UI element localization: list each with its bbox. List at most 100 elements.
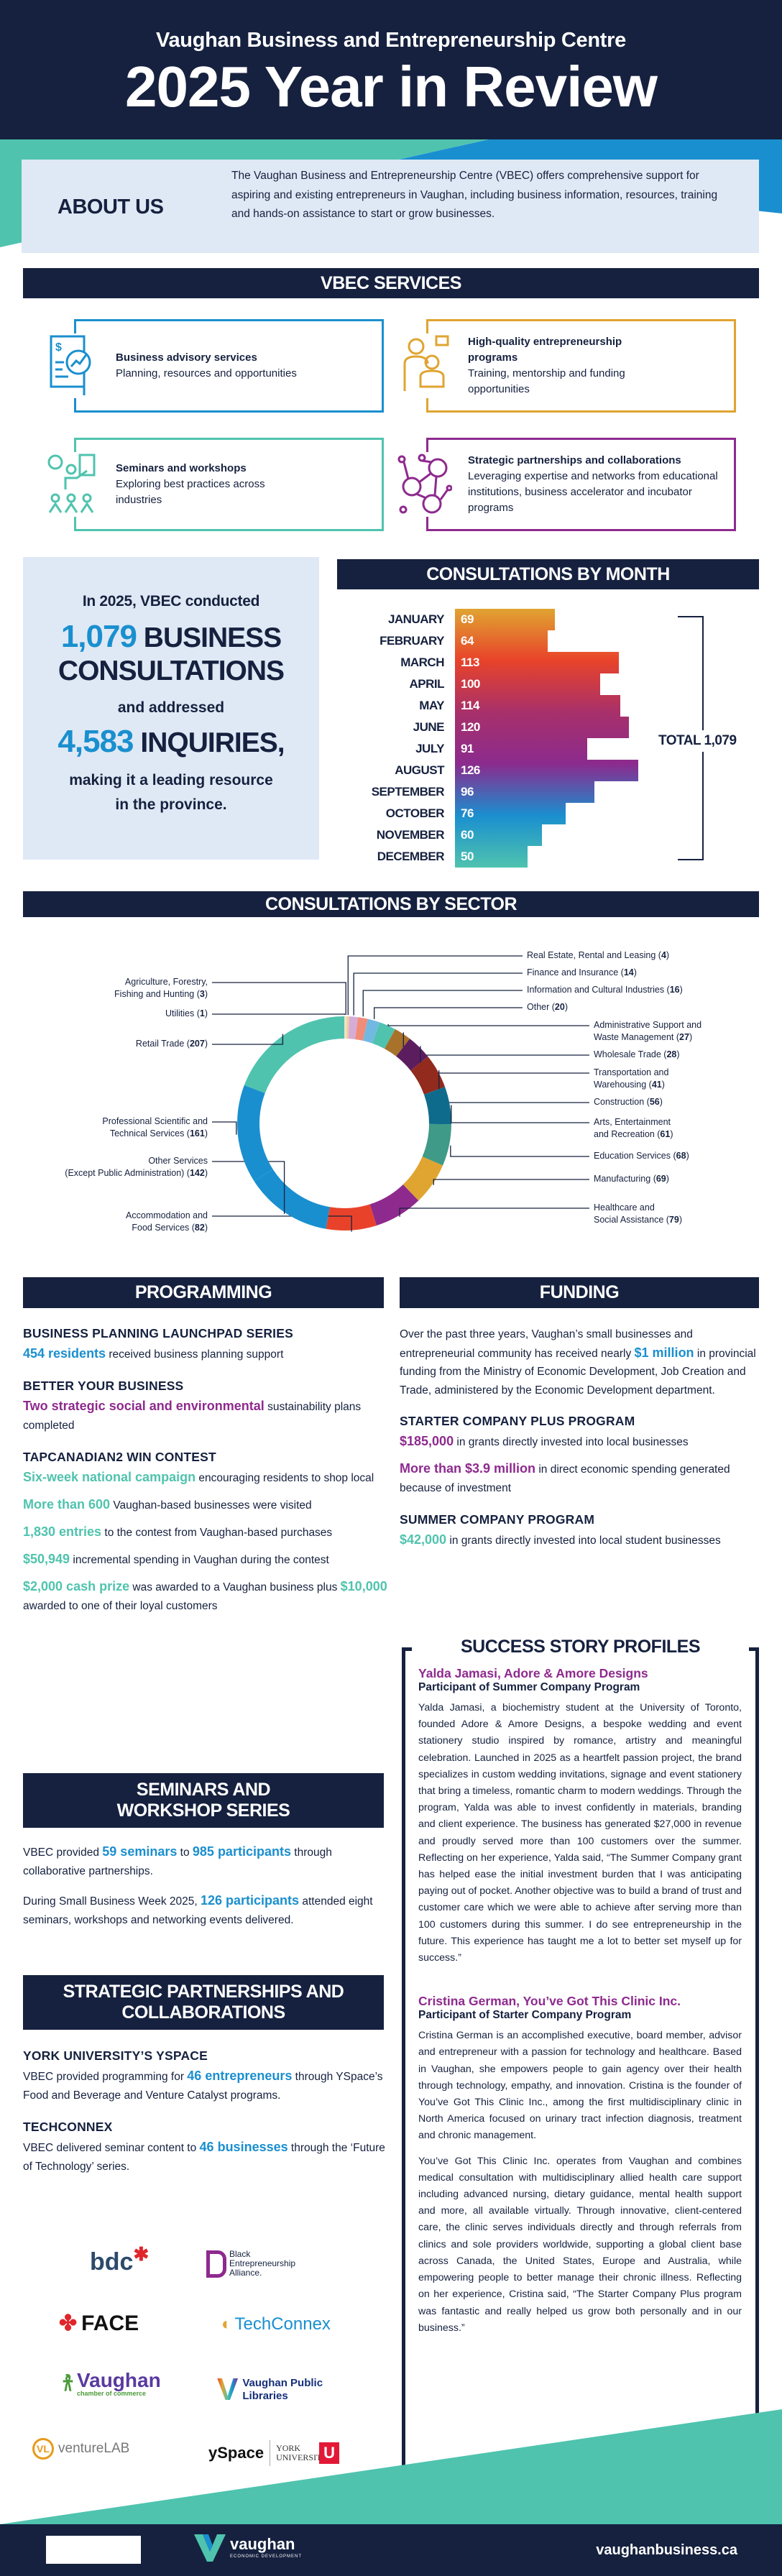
footer-blank-logo-area <box>46 2536 141 2564</box>
sector-label: Other (20) <box>527 1002 568 1012</box>
service-desc: Leveraging expertise and networks from e… <box>468 470 718 514</box>
sector-name: Arts, Entertainment and Recreation <box>594 1117 671 1139</box>
body-text: Over the past three years, Vaughan’s sma… <box>400 1328 693 1360</box>
sector-value: 3 <box>199 989 205 999</box>
body-text: through YSpace’s Food and Beverage and V… <box>23 2071 383 2102</box>
people-icon: 𐀪 <box>62 2373 74 2395</box>
leader-line <box>212 1161 285 1214</box>
profile-story: Yalda Jamasi, a biochemistry student at … <box>418 1702 742 1964</box>
month-bar: 60 <box>455 824 543 846</box>
sector-value: 79 <box>668 1215 679 1225</box>
sector-value: 68 <box>676 1151 686 1161</box>
presentation-icon <box>45 452 101 517</box>
stat-paragraph: More than 600 Vaughan-based businesses w… <box>23 1495 390 1515</box>
profile-story: Cristina German is an accomplished execu… <box>418 2030 742 2142</box>
sector-value: 20 <box>554 1002 565 1012</box>
month-label: FEBRUARY <box>380 634 444 648</box>
sector-name: Utilities <box>165 1008 195 1018</box>
sector-label: Real Estate, Rental and Leasing (4) <box>527 950 670 960</box>
month-value: 69 <box>461 612 474 626</box>
sector-value: 69 <box>656 1174 666 1184</box>
body-text: through the ‘Future of Technology’ serie… <box>23 2142 385 2173</box>
sector-name: Finance and Insurance <box>527 967 619 978</box>
sector-label: Education Services (68) <box>594 1151 689 1161</box>
month-label: OCTOBER <box>385 806 445 820</box>
vaughan-v-icon <box>194 2534 226 2562</box>
funding-content: Over the past three years, Vaughan’s sma… <box>400 1322 763 1550</box>
stat-paragraph: $2,000 cash prize was awarded to a Vaugh… <box>23 1577 390 1616</box>
logo-techconnex: ◐TechConnex <box>221 2314 331 2334</box>
sector-label: Manufacturing (69) <box>594 1174 669 1184</box>
highlight-text: More than 600 <box>23 1497 111 1512</box>
donut-slice <box>362 1018 380 1044</box>
leader-line <box>450 1145 589 1157</box>
success-box-corner <box>749 1647 759 1651</box>
leader-line <box>387 1024 589 1026</box>
footer-decorative-band <box>0 2409 782 2524</box>
service-title: Strategic partnerships and collaboration… <box>468 454 681 466</box>
summary-line4: in the province. <box>115 796 227 813</box>
highlight-text: 454 residents <box>23 1346 106 1361</box>
consultations-stat: 1,079 BUSINESS CONSULTATIONS <box>23 620 319 688</box>
month-bar: 120 <box>455 717 630 738</box>
logo-text: FACE <box>81 2311 139 2335</box>
leader-line <box>347 955 523 1016</box>
highlight-text: 46 businesses <box>199 2140 288 2154</box>
seminars-content: VBEC provided 59 seminars to 985 partici… <box>23 1842 390 1930</box>
service-title: Seminars and workshops <box>116 462 247 474</box>
network-icon <box>397 452 453 517</box>
sector-name: Agriculture, Forestry, Fishing and Hunti… <box>114 977 208 999</box>
body-text: in grants directly invested into local b… <box>454 1436 689 1448</box>
leader-line <box>212 1215 352 1232</box>
bea-mark-icon <box>206 2250 226 2278</box>
month-bar: 100 <box>455 673 600 695</box>
sector-label: Administrative Support and Waste Managem… <box>594 1020 702 1042</box>
highlight-text: 985 participants <box>192 1844 291 1859</box>
highlight-text: $2,000 cash prize <box>23 1579 130 1593</box>
highlight-text: 59 seminars <box>102 1844 178 1859</box>
leader-line <box>212 982 346 1016</box>
month-bar: 114 <box>455 695 621 717</box>
month-value: 64 <box>461 634 474 648</box>
profile-story: You’ve Got This Clinic Inc. operates fro… <box>418 2155 742 2334</box>
leader-line <box>353 972 523 1016</box>
sector-label: Accommodation and Food Services (82) <box>126 1210 208 1233</box>
sector-name: Construction <box>594 1097 645 1107</box>
sector-value: 16 <box>669 985 680 995</box>
service-card-seminars: Seminars and workshops Exploring best pr… <box>45 438 384 531</box>
summary-line1: In 2025, VBEC conducted <box>82 593 260 610</box>
body-text: in provincial funding from the Ministry … <box>400 1347 756 1397</box>
success-box <box>402 1647 759 2481</box>
sector-label: Information and Cultural Industries (16) <box>527 985 683 995</box>
subsection-heading: TECHCONNEX <box>23 2120 113 2134</box>
logo-face: ✤FACE <box>59 2311 139 2336</box>
sector-label: Healthcare and Social Assistance (79) <box>594 1202 682 1225</box>
highlight-text: $42,000 <box>400 1532 447 1547</box>
logo-text: bdc <box>90 2248 134 2276</box>
month-bar: 76 <box>455 803 566 824</box>
footer-website-link[interactable]: vaughanbusiness.ca <box>596 2542 737 2558</box>
logo-text: Vaughan <box>77 2368 161 2391</box>
subsection-heading: STARTER COMPANY PLUS PROGRAM <box>400 1414 635 1428</box>
summary-line2: and addressed <box>117 699 225 716</box>
funding-title-bar: FUNDING <box>400 1277 759 1308</box>
summary-line3: making it a leading resource <box>69 772 273 788</box>
sector-chart-title-bar: CONSULTATIONS BY SECTOR <box>23 891 759 917</box>
logo-text: Black Entrepreneurship Alliance. <box>229 2249 296 2278</box>
month-label: JUNE <box>413 720 445 734</box>
financial-analysis-icon: $ <box>45 334 101 398</box>
logo-text: ventureLAB <box>58 2441 130 2456</box>
vaughan-logo-subtext: ECONOMIC DEVELOPMENT <box>230 2554 303 2559</box>
donut-slice <box>254 1169 330 1229</box>
stat-paragraph: During Small Business Week 2025, 126 par… <box>23 1891 390 1930</box>
stat-paragraph: 1,830 entries to the contest from Vaugha… <box>23 1522 390 1542</box>
header-subtitle: Vaughan Business and Entrepreneurship Ce… <box>156 29 626 52</box>
leader-line <box>212 1013 346 1016</box>
highlight-text: $50,949 <box>23 1552 70 1566</box>
donut-slice <box>355 1017 368 1041</box>
vaughan-logo-text: vaughan <box>230 2534 295 2553</box>
profile-name: Yalda Jamasi, Adore & Amore Designs <box>418 1666 648 1680</box>
success-box-corner <box>402 1647 412 1651</box>
